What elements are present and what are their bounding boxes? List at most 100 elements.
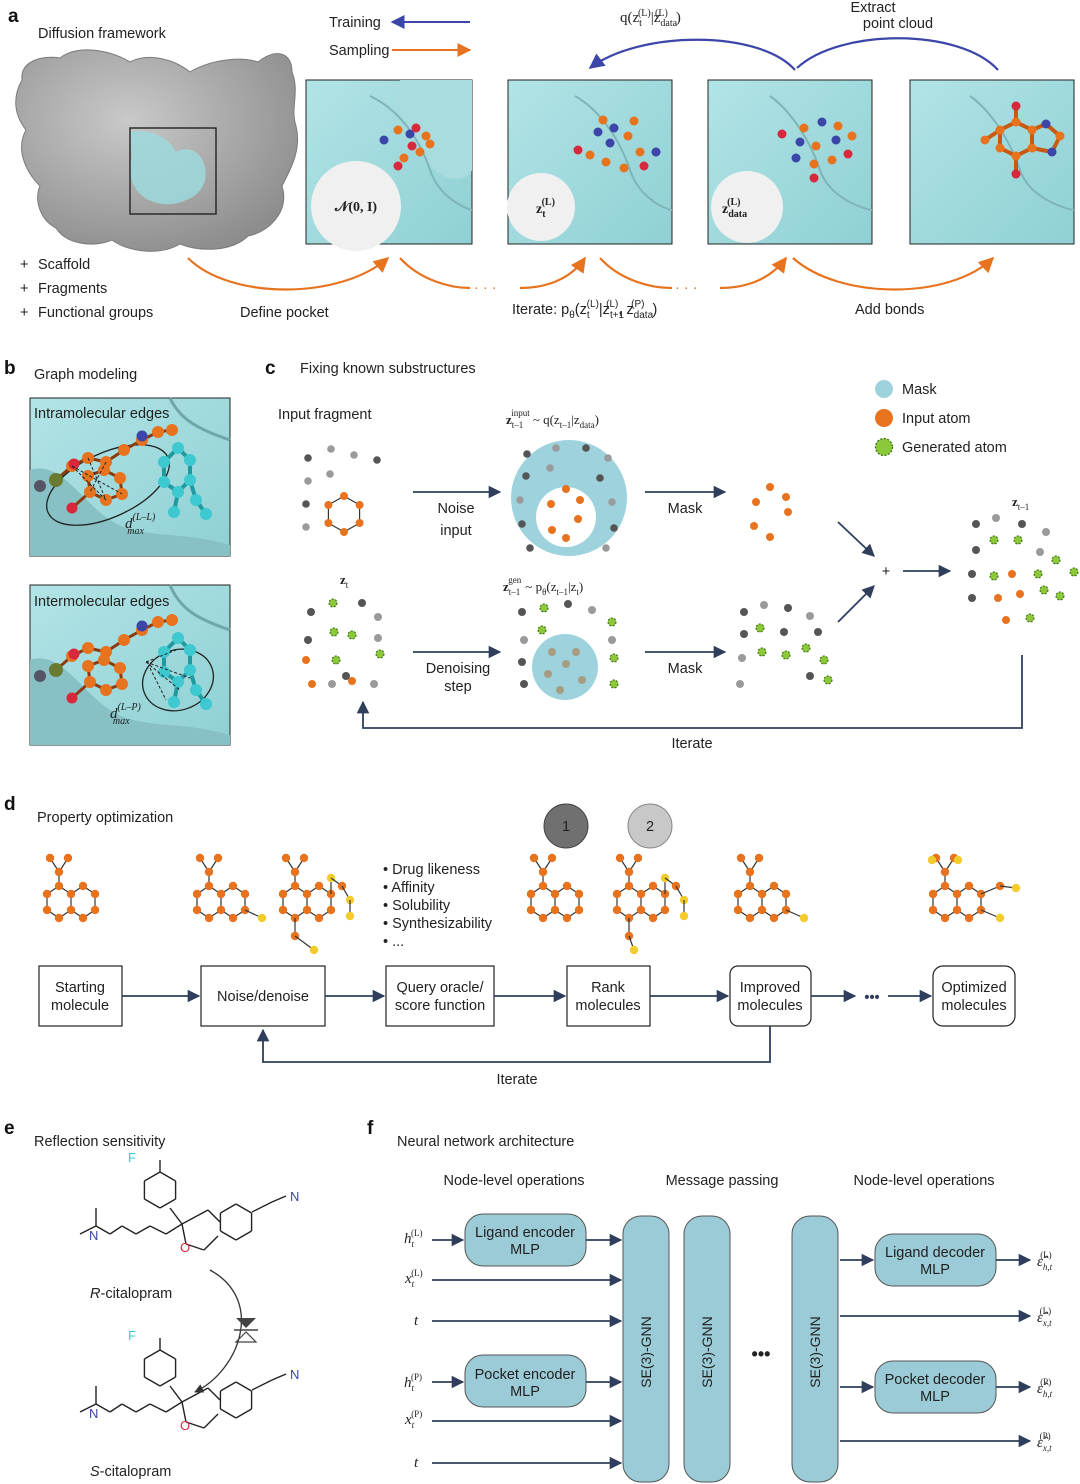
panel-b: b Graph modeling Intramolecular edges d(… [4,358,231,746]
substituent-atom [927,855,937,865]
property-3: • Solubility [383,898,451,914]
gen-context-atom [518,658,526,666]
point-cloud-atom [411,123,421,133]
pocket-selection-box [129,127,217,215]
scaffold-atom [574,889,584,899]
normal-distribution-label: 𝒩(0, I) [334,200,378,215]
extract-label-1: Extract [850,0,895,16]
query-oracle-box [385,965,495,1027]
panel-b-label: b [4,358,16,379]
fragment-context-atom [304,454,312,462]
panel-d: d Property optimization • Drug likeness … [4,794,1021,1088]
scaffold-atom [928,889,938,899]
substituent-atom [1011,883,1021,893]
gnn-layer-2-label: SE(3)-GNN [699,1316,715,1388]
panel-c-title: Fixing known substructures [300,361,476,377]
data-atom [777,129,787,139]
scaffold-atom [550,905,560,915]
noised-context-atom [610,524,618,532]
scaffold-atom [204,881,214,891]
scaffold-atom [612,889,622,899]
bond [159,1198,176,1209]
scaffold-atom [615,853,625,863]
output-eps-h-pocket: ε̂h,t(P) [1037,1377,1053,1399]
scaffold-atom [299,853,309,863]
bond [251,1379,273,1391]
scaffold-atom [529,853,539,863]
point-cloud-atom [405,129,415,139]
gnn-layer-n [791,1215,839,1483]
gen-masked-atom [562,660,570,668]
sampling-arc-3a [599,257,673,290]
improved-molecules-box [729,965,812,1027]
combined-atom [1013,535,1023,545]
ligand-atom [166,424,178,436]
scaffold-atom [314,881,324,891]
pocket-atom [158,646,170,658]
bond [220,1230,237,1241]
optimized-molecules-box [932,965,1016,1027]
bond [109,1225,123,1235]
ligand-ring-atom [98,464,110,476]
combine-plus: + [882,564,890,580]
legend-input-swatch [875,409,893,427]
scaffold-atom [278,905,288,915]
noised-context-atom [608,498,616,506]
noised-context-atom [596,474,604,482]
combined-atom [972,546,980,554]
scaffold-atom [550,889,560,899]
pocket-encoder-text-2: MLP [510,1384,540,1400]
fragment-atom [324,501,333,509]
scaffold-atom [90,889,100,899]
combined-atom [1018,520,1026,528]
gen-context-atom [537,625,547,635]
add-bonds-label: Add bonds [855,302,924,318]
gen-masked-atom [548,648,556,656]
zt-atom [370,680,378,688]
extract-label-2: point cloud [863,16,933,32]
data-atom [809,159,819,169]
noised-input-atom [548,526,556,534]
ligand-ring-atom [82,470,94,482]
data-atom [827,155,837,165]
combined-atom [989,571,999,581]
output-eps-x-pocket: ε̂x,t(P) [1037,1431,1052,1453]
iterate-loop-arrow [356,655,1023,729]
gnn-layer-1-label: SE(3)-GNN [638,1316,654,1388]
substituent-atom [629,945,639,955]
bond [144,1171,161,1182]
q-forward-label: q(zt(L)|zdata(L)) [620,8,681,29]
legend-mask-swatch [875,380,893,398]
pocket-atom [190,494,202,506]
scaffold-atom [538,881,548,891]
point-cloud-atom [393,125,403,135]
scaffold-atom [624,867,634,877]
noised-input-atom [547,500,555,508]
scaffold-atom [757,889,767,899]
scaffold-atom [54,913,64,923]
intramolecular-edge [71,465,107,501]
scaffold-atom [54,867,64,877]
query-oracle-text-2: score function [395,998,485,1014]
ztm1-formula: zt–1 [1012,494,1029,512]
nitrile-nitrogen: N [290,1367,299,1382]
scaffold-atom [204,867,214,877]
oxygen-atom [68,648,80,660]
bond [181,1223,187,1245]
define-pocket-label: Define pocket [240,305,329,321]
masked-gen-atom [760,601,768,609]
masked-gen-atom [780,628,788,636]
noisy-atom [609,123,619,133]
scaffold-atom [213,853,223,863]
scaffold-atom [745,913,755,923]
pocket-atom [158,476,170,488]
noise-denoise-text: Noise/denoise [217,989,309,1005]
bond [169,1207,183,1225]
combined-atom [1025,613,1035,623]
bullet-plus-3: + [20,305,28,321]
bond [121,1225,137,1235]
bond [79,1403,97,1413]
